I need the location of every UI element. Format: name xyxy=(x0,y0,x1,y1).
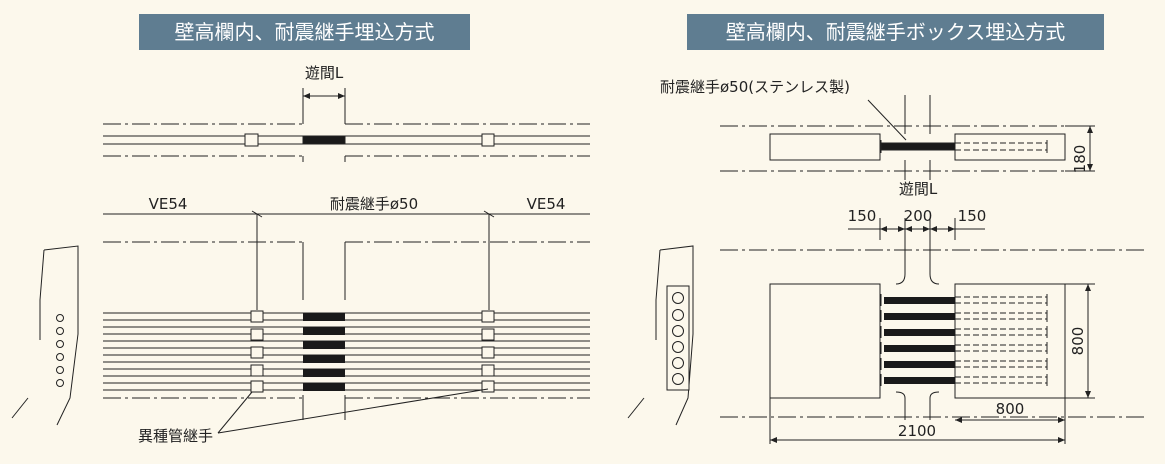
right-gap-label: 遊間L xyxy=(899,180,938,198)
left-gap-label: 遊間L xyxy=(305,64,344,82)
right-top-joint xyxy=(879,142,956,151)
left-ve54-label: VE54 xyxy=(149,195,188,213)
left-couplings xyxy=(250,310,495,393)
left-joints xyxy=(303,313,345,391)
right-section-icon xyxy=(627,245,694,426)
left-joint-label: 耐震継手ø50 xyxy=(330,195,418,213)
left-pipes xyxy=(103,312,590,391)
right-top-view xyxy=(720,95,1095,180)
right-plan-view xyxy=(720,218,1145,444)
left-top-view xyxy=(103,88,590,162)
left-section-icon xyxy=(11,245,79,426)
dim-150-right-label: 150 xyxy=(958,207,987,225)
dim-2100-label: 2100 xyxy=(898,422,936,440)
dim-200-label: 200 xyxy=(904,207,933,225)
dim-180-label: 180 xyxy=(1071,145,1089,174)
right-ve54-label: VE54 xyxy=(527,195,566,213)
dim-150-left-label: 150 xyxy=(848,207,877,225)
coupling-label: 異種管継手 xyxy=(138,427,213,445)
dim-800-horizontal-label: 800 xyxy=(996,400,1025,418)
left-top-joint xyxy=(302,135,346,145)
left-plan-view xyxy=(103,210,590,434)
left-title: 壁高欄内、耐震継手埋込方式 xyxy=(139,14,470,50)
dim-800-vertical-label: 800 xyxy=(1069,327,1087,356)
right-joints xyxy=(884,297,955,384)
right-joint-label: 耐震継手ø50(ステンレス製) xyxy=(660,78,850,96)
right-title: 壁高欄内、耐震継手ボックス埋込方式 xyxy=(687,14,1104,50)
